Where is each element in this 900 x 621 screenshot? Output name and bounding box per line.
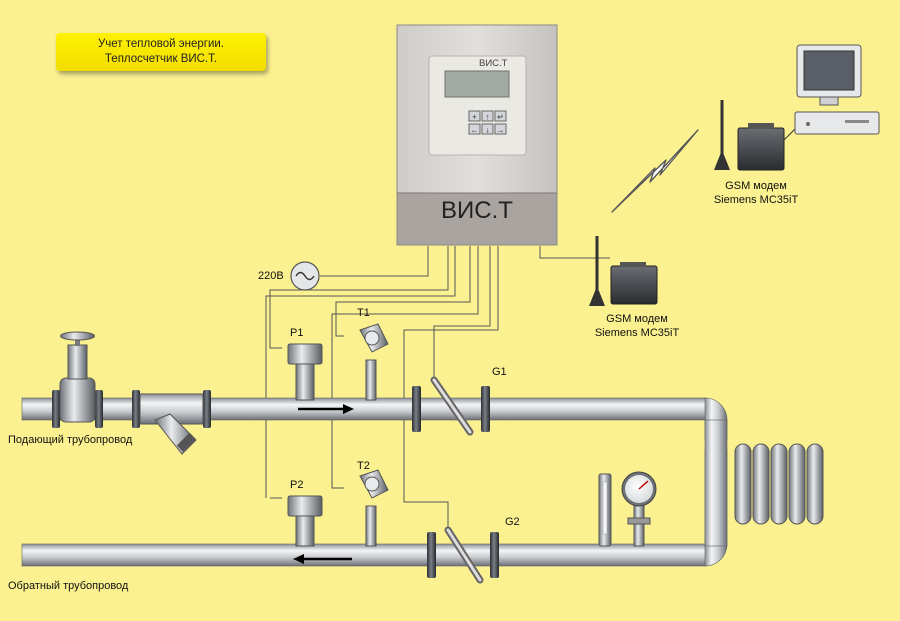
pc-computer-icon [794, 44, 880, 135]
sensor-label-t2: T2 [357, 460, 370, 472]
remote-modem-label: GSM модем Siemens MC35iT [696, 179, 816, 207]
return-pipeline [21, 419, 728, 567]
temperature-sensor-t1 [359, 323, 389, 401]
return-flow-arrow [293, 554, 352, 564]
return-pipe-label: Обратный трубопровод [8, 580, 129, 592]
sensor-label-p2: P2 [290, 479, 304, 491]
supply-flanges [52, 386, 490, 432]
pressure-sensor-p1 [287, 343, 323, 401]
remote-modem-line-1: GSM модем [725, 180, 787, 192]
local-modem-line-1: GSM модем [606, 313, 668, 325]
return-flanges [427, 532, 499, 578]
keypad-key[interactable]: ↓ [486, 126, 490, 135]
sensor-label-g2: G2 [505, 516, 520, 528]
flowmeter-g2 [444, 526, 484, 584]
panel-brand-label: ВИС.Т [479, 58, 508, 69]
pressure-sensor-p2 [287, 495, 323, 547]
keypad[interactable]: + ↑ ↵ ← ↓ → [468, 110, 507, 135]
local-modem-line-2: Siemens MC35iT [594, 327, 680, 339]
temperature-sensor-t2 [359, 469, 389, 547]
title-line-1: Учет тепловой энергии. [97, 38, 224, 50]
remote-modem-line-2: Siemens MC35iT [713, 194, 799, 206]
power-label: 220В [258, 270, 284, 282]
radiator-icon [734, 443, 824, 525]
sensor-label-g1: G1 [492, 366, 507, 378]
power-source-icon [290, 261, 320, 291]
flowmeter-g1 [430, 376, 474, 436]
supply-pipe-label: Подающий трубопровод [8, 434, 133, 446]
local-modem-label: GSM модем Siemens MC35iT [577, 312, 697, 340]
pressure-gauge-icon [621, 471, 657, 547]
diagram-title: Учет тепловой энергии. Теплосчетчик ВИС.… [56, 33, 266, 71]
gsm-modem-local [589, 236, 658, 306]
supply-flow-arrow [298, 404, 354, 414]
shutoff-valve-icon [59, 331, 96, 423]
thermometer-icon [598, 473, 612, 547]
keypad-key[interactable]: ↵ [497, 113, 504, 122]
device-name-label: ВИС.Т [441, 197, 513, 224]
keypad-key[interactable]: ↑ [486, 113, 490, 122]
wireless-link-icon [611, 129, 699, 213]
strainer-filter-icon [139, 393, 204, 455]
keypad-key[interactable]: → [497, 126, 505, 135]
sensor-label-p1: P1 [290, 327, 304, 339]
sensor-label-t1: T1 [357, 307, 370, 319]
keypad-key[interactable]: + [472, 113, 477, 122]
title-line-2: Теплосчетчик ВИС.Т. [104, 53, 218, 65]
keypad-key[interactable]: ← [471, 126, 479, 135]
signal-wires [265, 246, 610, 534]
heat-meter-device: + ↑ ↵ ← ↓ → [396, 24, 558, 246]
display-screen [444, 70, 510, 98]
gsm-modem-remote [714, 100, 801, 171]
